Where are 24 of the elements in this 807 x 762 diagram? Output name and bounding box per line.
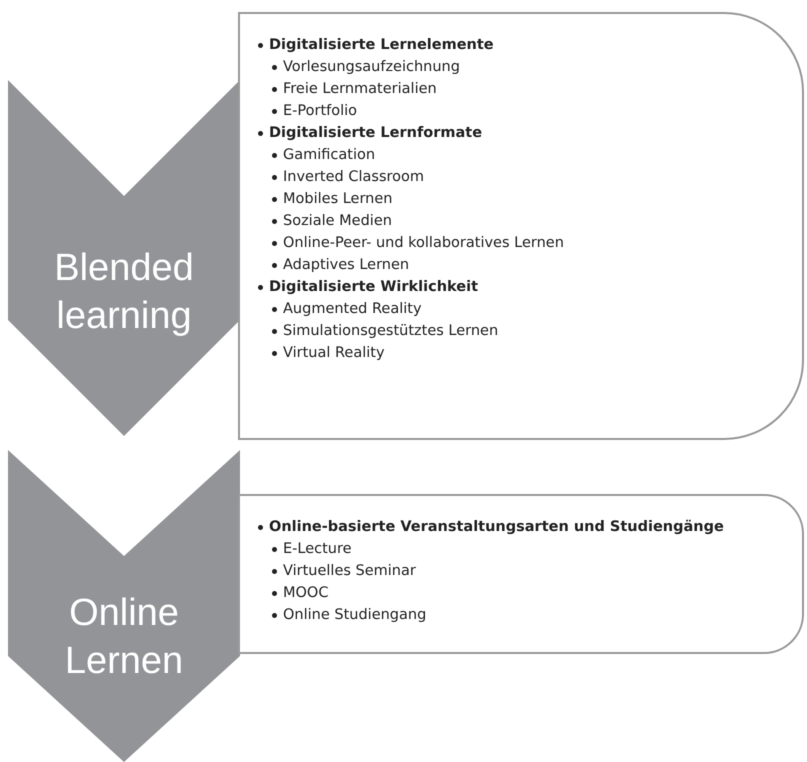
bullet-item: Inverted Classroom — [283, 169, 424, 185]
bullet-item: Adaptives Lernen — [283, 257, 410, 273]
bullet-item: Online-Peer- und kollaboratives Lernen — [283, 235, 564, 251]
rounded-text-panel — [238, 494, 804, 654]
bullet-heading: Digitalisierte Lernformate — [269, 125, 482, 141]
bullet-item: Virtuelles Seminar — [283, 563, 416, 579]
bullet-heading: Digitalisierte Wirklichkeit — [269, 279, 478, 295]
bullet-heading: Digitalisierte Lernelemente — [269, 37, 494, 53]
bullet-item: Freie Lernmaterialien — [283, 81, 437, 97]
bullet-item: Mobiles Lernen — [283, 191, 392, 207]
bullet-item: Online Studiengang — [283, 607, 426, 623]
chevron-label: Blended learning — [53, 246, 195, 339]
bullet-item: Augmented Reality — [283, 301, 422, 317]
bullet-item: E-Portfolio — [283, 103, 358, 119]
bullet-item: MOOC — [283, 585, 328, 601]
bullet-heading: Online-basierte Veranstaltungsarten und Studiengänge — [269, 519, 724, 535]
bullet-item: Gamification — [283, 147, 376, 163]
bullet-item: Soziale Medien — [283, 213, 392, 229]
bullet-item: E-Lecture — [283, 541, 352, 557]
chevron-label: Online Lernen — [64, 591, 184, 684]
bullet-item: Vorlesungsaufzeichnung — [283, 59, 460, 75]
rounded-text-panel — [238, 12, 804, 440]
bullet-item: Simulationsgestütztes Lernen — [283, 323, 498, 339]
bullet-item: Virtual Reality — [283, 345, 385, 361]
